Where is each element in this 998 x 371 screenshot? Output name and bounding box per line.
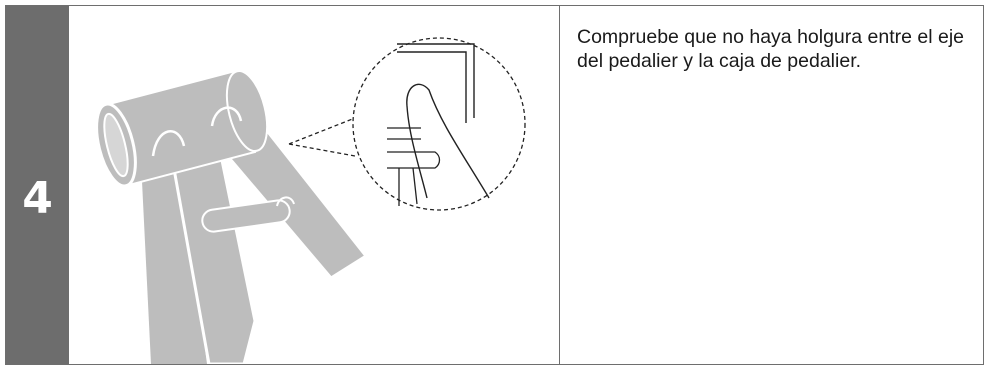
detail-callout-circle: [352, 37, 526, 211]
bottom-bracket-end: [225, 69, 269, 153]
step-card: 4: [5, 5, 984, 365]
detail-frame-edge: [397, 43, 475, 118]
step-number-bar: 4: [6, 6, 69, 364]
detail-finger-inner: [406, 105, 428, 199]
bottom-bracket-inner: [103, 112, 129, 178]
joint-highlight-left: [151, 130, 186, 157]
instruction-text: Compruebe que no haya holgura entre el e…: [577, 26, 965, 72]
detail-axle-upper: [387, 127, 421, 140]
seat-tube-shape: [141, 161, 207, 364]
instruction-panel: Compruebe que no haya holgura entre el e…: [560, 6, 989, 364]
detail-frame-edge-inner: [397, 51, 467, 123]
callout-pointer: [288, 117, 356, 157]
illustration-panel: [69, 6, 560, 364]
detail-axle-stem: [398, 167, 418, 206]
cross-brace-shape: [201, 199, 291, 233]
detail-finger-outline: [406, 83, 490, 199]
step-number: 4: [22, 173, 53, 224]
joint-highlight-right: [210, 106, 243, 127]
detail-axle-lower: [387, 151, 441, 169]
bottom-bracket-illustration-icon: [95, 37, 526, 364]
brace-highlight: [276, 196, 295, 207]
